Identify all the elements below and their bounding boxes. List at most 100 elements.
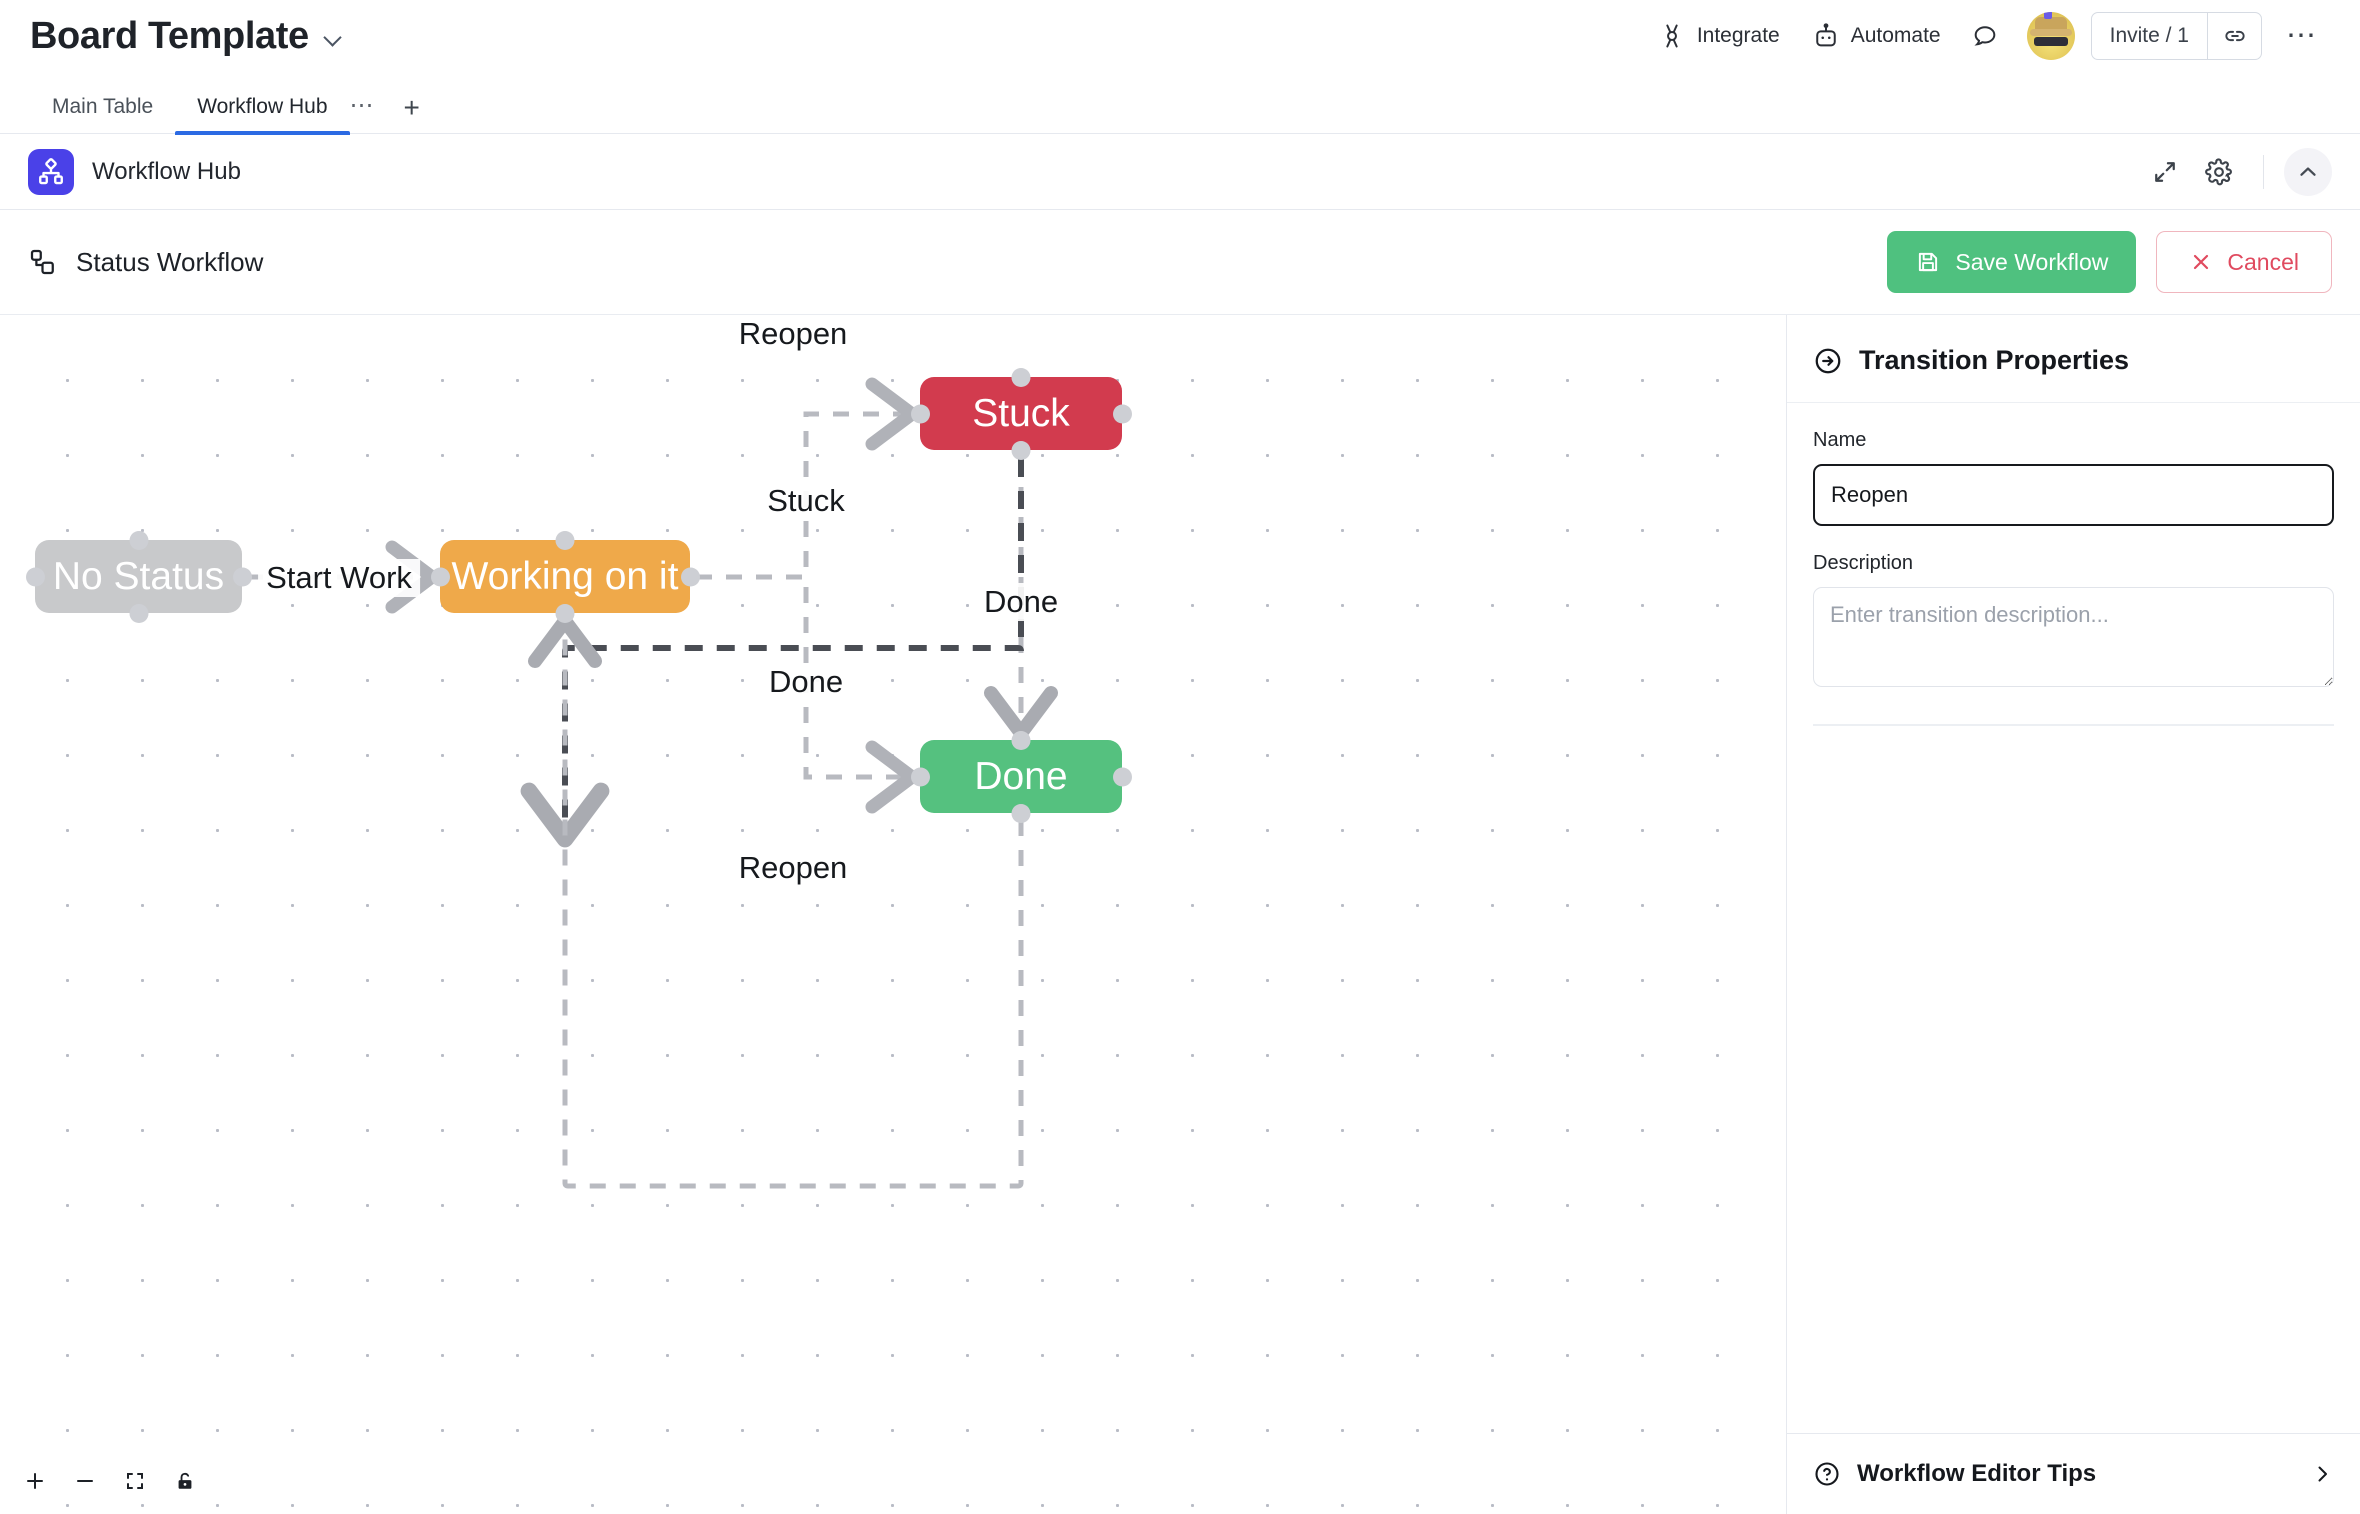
edge-label-done[interactable]: Done [760, 663, 852, 701]
floppy-disk-icon [1919, 252, 1938, 272]
edge-label-reopen-top[interactable]: Reopen [730, 315, 856, 353]
zoom-out-button[interactable] [64, 1460, 106, 1502]
page-title: Board Template [30, 14, 309, 57]
transition-name-input[interactable] [1813, 464, 2334, 526]
cancel-button[interactable]: Cancel [2156, 231, 2332, 293]
edge-label-stuck-done[interactable]: Done [975, 583, 1067, 621]
edge-reopen-bottom[interactable] [528, 614, 1024, 1189]
minus-icon [77, 1480, 93, 1482]
cancel-label: Cancel [2227, 248, 2299, 275]
node-label: No Status [52, 554, 225, 598]
gear-icon [2204, 157, 2232, 185]
handle-bottom[interactable] [1011, 440, 1031, 460]
header-actions: Integrate Automate Invite / 1 [1642, 12, 2330, 60]
save-workflow-label: Save Workflow [1955, 248, 2109, 275]
edge-label-reopen-bottom[interactable]: Reopen [730, 849, 856, 887]
add-tab-icon[interactable]: + [403, 91, 420, 123]
fit-view-icon [127, 1473, 143, 1489]
chevron-up-icon [2300, 166, 2316, 176]
integrate-button[interactable]: Integrate [1642, 14, 1796, 58]
panel-divider [1813, 724, 2334, 726]
copy-link-button[interactable] [2207, 13, 2261, 59]
automate-button[interactable]: Automate [1796, 14, 1957, 58]
handle-top[interactable] [1011, 730, 1031, 750]
tips-label: Workflow Editor Tips [1857, 1460, 2097, 1487]
status-workflow-title: Status Workflow [76, 246, 264, 277]
chat-bubble-icon [1974, 26, 1995, 46]
invite-button[interactable]: Invite / 1 [2109, 24, 2189, 47]
tab-main-table[interactable]: Main Table [52, 95, 154, 118]
name-field-label: Name [1813, 429, 1867, 451]
chat-button[interactable] [1957, 14, 2013, 58]
link-icon [2224, 30, 2245, 42]
tab-bar: Main Table Workflow Hub ⋯ + [0, 72, 2360, 135]
transition-properties-panel: Transition Properties Name Description W… [1786, 315, 2360, 1514]
fit-view-button[interactable] [114, 1460, 156, 1502]
automate-robot-icon [1815, 23, 1836, 47]
handle-bottom[interactable] [1011, 803, 1031, 823]
description-field-label: Description [1813, 552, 1914, 574]
question-circle-icon [1815, 1462, 1839, 1486]
more-options-button[interactable]: ⋯ [2286, 19, 2318, 52]
integrate-icon [1666, 24, 1678, 48]
workflow-nodes-icon [30, 249, 54, 275]
collapse-panel-button[interactable] [2284, 147, 2332, 196]
board-title-group[interactable]: Board Template [30, 15, 343, 58]
lock-button[interactable] [164, 1460, 206, 1502]
node-done[interactable]: Done [910, 730, 1132, 823]
panel-header: Transition Properties [1787, 315, 2360, 403]
node-label: Done [974, 754, 1068, 798]
workflow-hub-title: Workflow Hub [92, 157, 241, 185]
node-stuck[interactable]: Stuck [910, 367, 1132, 460]
invite-group: Invite / 1 [2090, 12, 2262, 60]
workflow-toolbar-actions: Save Workflow Cancel [1887, 231, 2332, 293]
avatar-brim [2029, 29, 2072, 36]
tab-workflow-hub[interactable]: Workflow Hub [175, 96, 350, 135]
handle-right[interactable] [1112, 767, 1132, 786]
workflow-canvas[interactable]: No Status Working on it Stuck Done [0, 315, 1786, 1514]
hub-bar-actions [2141, 147, 2332, 196]
workflow-editor-tips-row[interactable]: Workflow Editor Tips [1787, 1433, 2360, 1514]
workflow-edges-layer [247, 377, 1058, 1189]
handle-left[interactable] [25, 567, 45, 586]
canvas-controls [14, 1460, 206, 1502]
handle-right[interactable] [232, 567, 252, 586]
expand-fullscreen-button[interactable] [2141, 148, 2189, 196]
node-working-on-it[interactable]: Working on it [430, 530, 700, 623]
handle-bottom[interactable] [129, 603, 148, 623]
panel-title: Transition Properties [1859, 345, 2130, 375]
edge-label-stuck[interactable]: Stuck [759, 482, 853, 520]
avatar-hat [2034, 12, 2067, 32]
expand-fullscreen-icon [2154, 161, 2175, 182]
integrate-label: Integrate [1696, 24, 1780, 47]
arrow-right-circle-icon [1815, 348, 1841, 373]
transition-description-input[interactable] [1813, 587, 2334, 687]
avatar[interactable] [2026, 12, 2075, 60]
handle-top[interactable] [129, 530, 148, 550]
handle-right[interactable] [1112, 404, 1132, 423]
node-no-status[interactable]: No Status [25, 530, 252, 623]
settings-button[interactable] [2195, 148, 2243, 196]
avatar-glasses [2033, 37, 2068, 46]
edge-label-start-work[interactable]: Start Work [258, 559, 420, 597]
close-x-icon [2194, 254, 2209, 270]
divider [2262, 154, 2264, 189]
handle-top[interactable] [555, 530, 575, 550]
handle-left[interactable] [910, 404, 930, 423]
spacer [1813, 526, 2334, 552]
tab-more-icon[interactable]: ⋯ [349, 92, 376, 120]
node-label: Working on it [451, 554, 679, 598]
lock-icon [178, 1472, 192, 1489]
handle-left[interactable] [910, 767, 930, 786]
save-workflow-button[interactable]: Save Workflow [1887, 231, 2137, 293]
workflow-hub-logo-icon [28, 148, 74, 195]
handle-bottom[interactable] [555, 603, 575, 623]
handle-right[interactable] [680, 567, 700, 586]
handle-left[interactable] [430, 567, 450, 586]
handle-top[interactable] [1011, 367, 1031, 387]
chevron-down-icon[interactable] [323, 26, 343, 46]
zoom-in-button[interactable] [14, 1460, 56, 1502]
chevron-right-icon [2318, 1466, 2327, 1482]
panel-body: Name Description [1787, 403, 2360, 1433]
